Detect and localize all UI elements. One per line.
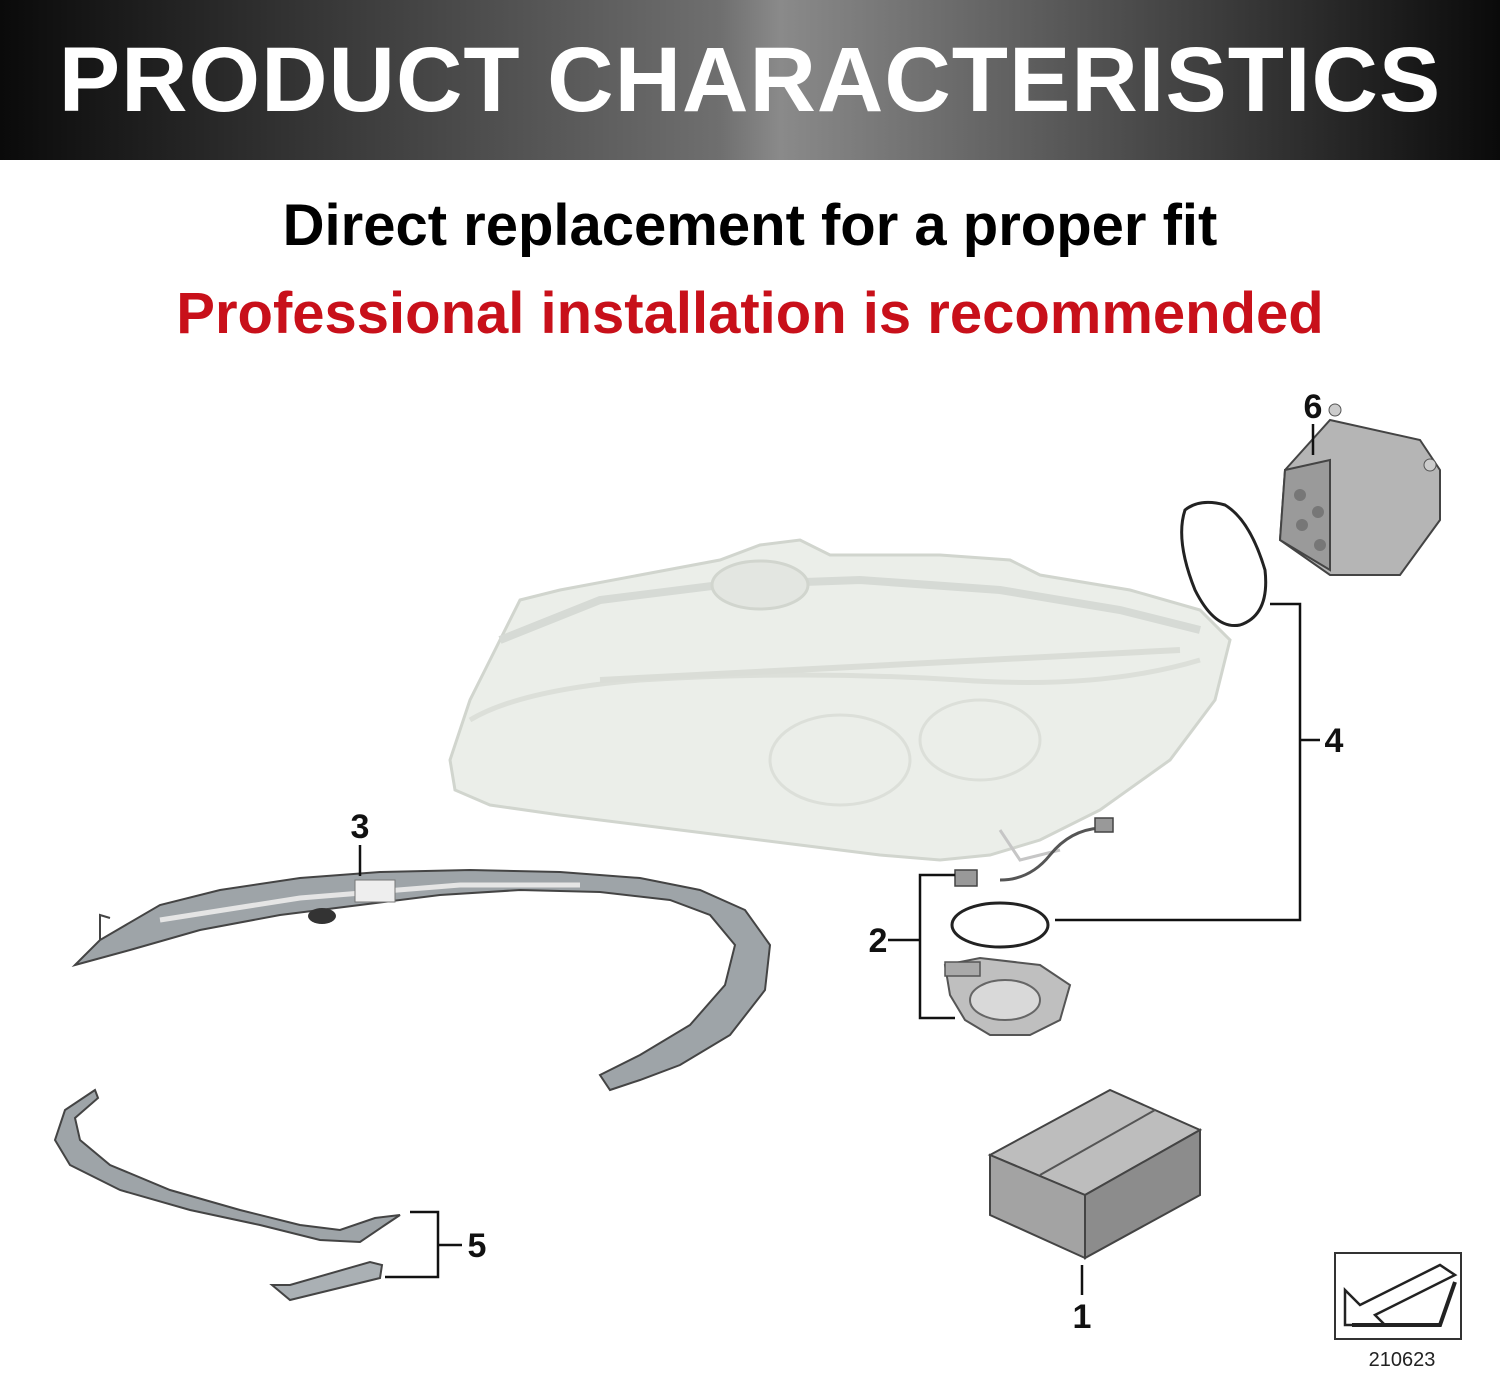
part-5-lower-trim	[53, 1088, 401, 1302]
diagram-id: 210623	[1369, 1349, 1436, 1371]
header-banner: PRODUCT CHARACTERISTICS	[0, 0, 1500, 160]
orientation-arrow-icon	[1334, 1252, 1462, 1340]
callout-2: 2	[869, 922, 888, 960]
part-2-socket	[943, 901, 1072, 1036]
callout-5: 5	[468, 1227, 487, 1265]
callout-3: 3	[351, 808, 370, 846]
part-1-box	[987, 1088, 1203, 1260]
part-3-trim-strip	[71, 868, 772, 1092]
headlight-housing	[448, 538, 1232, 862]
headline-text: Direct replacement for a proper fit	[282, 193, 1218, 258]
warning-text: Professional installation is recommended	[176, 281, 1324, 346]
callout-1: 1	[1073, 1298, 1092, 1336]
part-6-module	[1180, 403, 1441, 628]
callout-4: 4	[1325, 722, 1344, 760]
wiring-lead	[954, 817, 1114, 887]
callout-6: 6	[1304, 388, 1323, 426]
banner-title: PRODUCT CHARACTERISTICS	[58, 28, 1442, 131]
